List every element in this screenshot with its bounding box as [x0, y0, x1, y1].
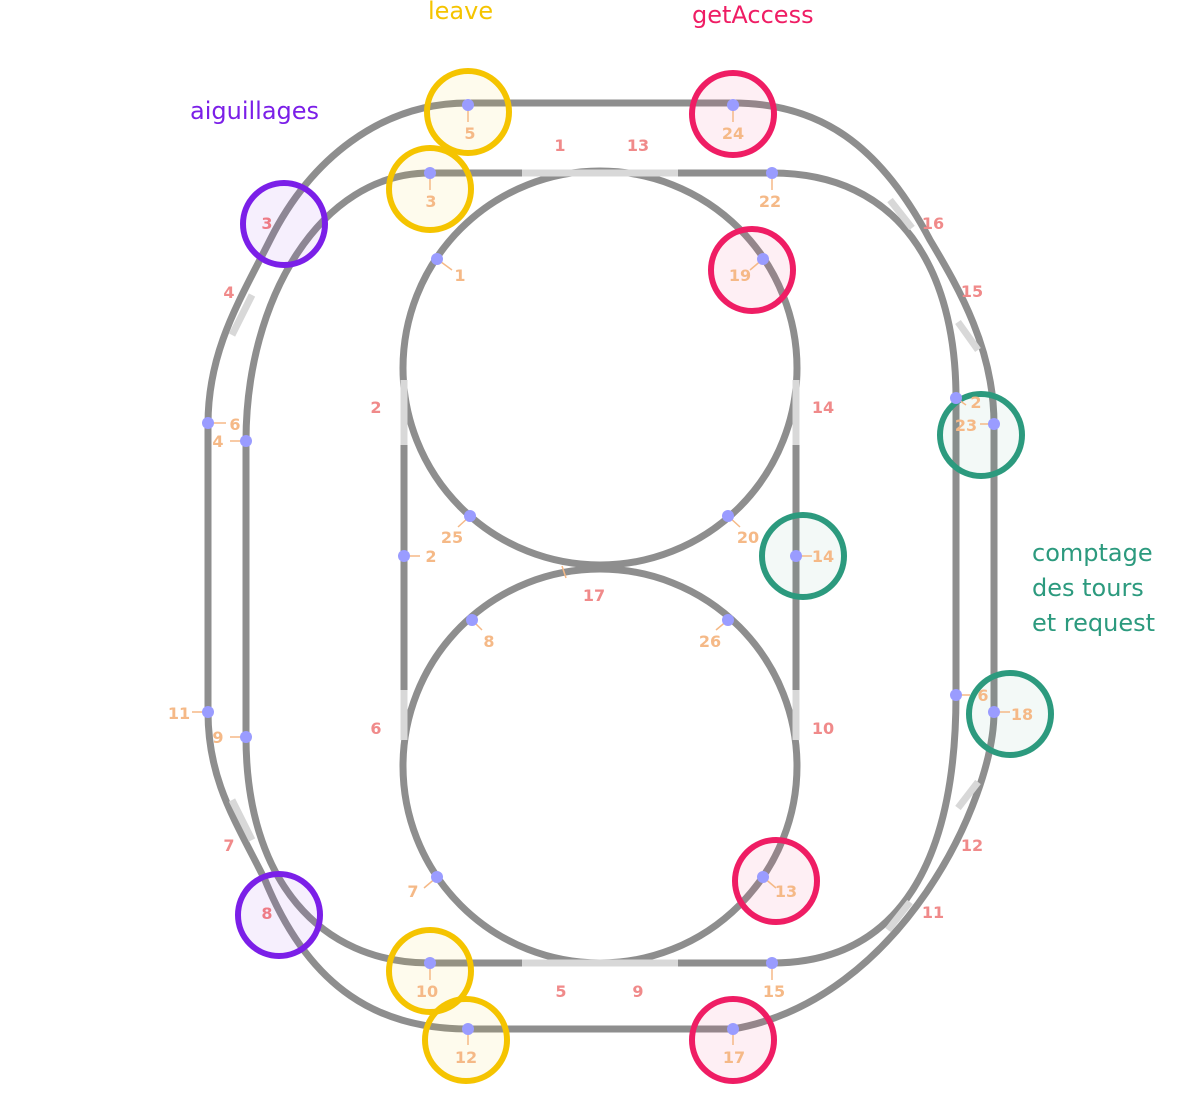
switch-labels: 3 8: [261, 214, 272, 923]
sensor-dot-22: [766, 167, 778, 190]
sensor-label: 3: [425, 192, 436, 211]
sensor-dot-17: [727, 1023, 739, 1045]
legend-lap-count-line: des tours: [1032, 574, 1144, 602]
getaccess-marker-13: [732, 837, 820, 925]
segment-label: 9: [632, 982, 643, 1001]
sensor-label: 14: [812, 547, 834, 566]
sensor-label: 9: [212, 728, 223, 747]
sensor-label: 5: [464, 124, 475, 143]
switch-marker-3: [240, 180, 328, 268]
sensor-label: 8: [483, 632, 494, 651]
segment-label: 12: [961, 836, 983, 855]
sensor-label: 4: [212, 432, 223, 451]
legend-leave: leave: [428, 0, 494, 25]
lower-circle-track: [399, 565, 801, 967]
sensor-dot-12: [462, 1023, 474, 1045]
switch-marker-8: [235, 871, 323, 959]
segment-label: 15: [961, 282, 983, 301]
sensor-dot-6: [202, 417, 226, 429]
sensor-label: 20: [737, 528, 759, 547]
sensor-label: 12: [455, 1048, 477, 1067]
junction-tick-17: [561, 565, 567, 579]
legend-getaccess: getAccess: [692, 1, 814, 29]
sensor-label: 15: [763, 982, 785, 1001]
sensor-label: 2: [425, 547, 436, 566]
sensor-label: 6: [229, 415, 240, 434]
segment-label: 16: [922, 214, 944, 233]
getaccess-marker-19: [708, 226, 796, 314]
sensor-label: 13: [775, 882, 797, 901]
sensor-dot-7: [423, 871, 443, 889]
sensor-dot-18: [988, 706, 1010, 718]
sensor-label: 1: [454, 266, 465, 285]
sensor-dot-11: [192, 706, 214, 718]
sensor-label: 7: [407, 882, 418, 901]
sensor-dot-13: [757, 871, 777, 889]
sensor-dot-9: [230, 731, 252, 743]
segment-label: 1: [554, 136, 565, 155]
sensor-label: 11: [168, 704, 190, 723]
sensor-label: 19: [729, 266, 751, 285]
sensor-dot-26: [715, 614, 734, 631]
sensor-dot-15: [766, 957, 778, 980]
segment-label: 2: [370, 398, 381, 417]
sensor-dot-1: [431, 253, 453, 271]
segment-label: 5: [555, 982, 566, 1001]
segment-label: 10: [812, 719, 834, 738]
sensor-label: 17: [723, 1048, 745, 1067]
segment-label: 11: [922, 903, 944, 922]
track-gaps: [228, 169, 981, 967]
sensor-label: 22: [759, 192, 781, 211]
segment-label: 7: [223, 836, 234, 855]
segment-label: 17: [583, 586, 605, 605]
sensor-label: 25: [441, 528, 463, 547]
outer-loop-track: [204, 99, 998, 1033]
track-network: [204, 99, 998, 1033]
sensor-label: 10: [416, 982, 438, 1001]
legend-lap-count-line: comptage: [1032, 539, 1153, 567]
sensor-dot-14: [790, 550, 812, 562]
sensor-dot-24: [727, 99, 739, 122]
sensor-label: 18: [1011, 705, 1033, 724]
sensor-dot-25: [457, 510, 476, 528]
legend-switches: aiguillages: [190, 97, 320, 125]
switch-label: 3: [261, 214, 272, 233]
sensor-dot-6b: [950, 689, 970, 701]
sensor-label: 26: [699, 632, 721, 651]
legend-lap-count: comptage des tours et request: [1032, 536, 1155, 641]
segment-label: 6: [370, 719, 381, 738]
sensor-label-overlap: 2: [970, 393, 981, 412]
sensor-label: 23: [955, 416, 977, 435]
sensor-dot-19: [749, 253, 769, 271]
sensor-dot-5: [462, 99, 474, 122]
lapcount-marker-23: [937, 391, 1025, 479]
sensor-dot-8: [466, 614, 483, 631]
sensor-dot-20: [722, 510, 741, 528]
sensor-labels: 5 24 3 22 1 19 6 4 2 23 25 20 14 8 26 11…: [168, 124, 1033, 1067]
switch-label: 8: [261, 904, 272, 923]
leave-marker-12: [422, 996, 510, 1084]
legend-lap-count-line: et request: [1032, 609, 1156, 637]
sensor-dot-23: [980, 418, 1000, 430]
sensor-dot-10: [424, 957, 436, 980]
segment-label: 13: [627, 136, 649, 155]
sensor-dots: [192, 99, 1010, 1045]
segment-labels: 1 13 16 15 4 2 14 6 10 17 7 12 11 5 9: [223, 136, 983, 1001]
sensor-dot-4: [230, 435, 252, 447]
segment-label: 4: [223, 283, 234, 302]
sensor-dot-3: [424, 167, 436, 190]
sensor-dot-2: [398, 550, 420, 562]
sensor-label-overlap: 6: [977, 686, 988, 705]
sensor-dot-23a: [950, 392, 967, 406]
segment-label: 14: [812, 398, 834, 417]
sensor-label: 24: [722, 124, 744, 143]
lapcount-marker-18: [966, 670, 1054, 758]
